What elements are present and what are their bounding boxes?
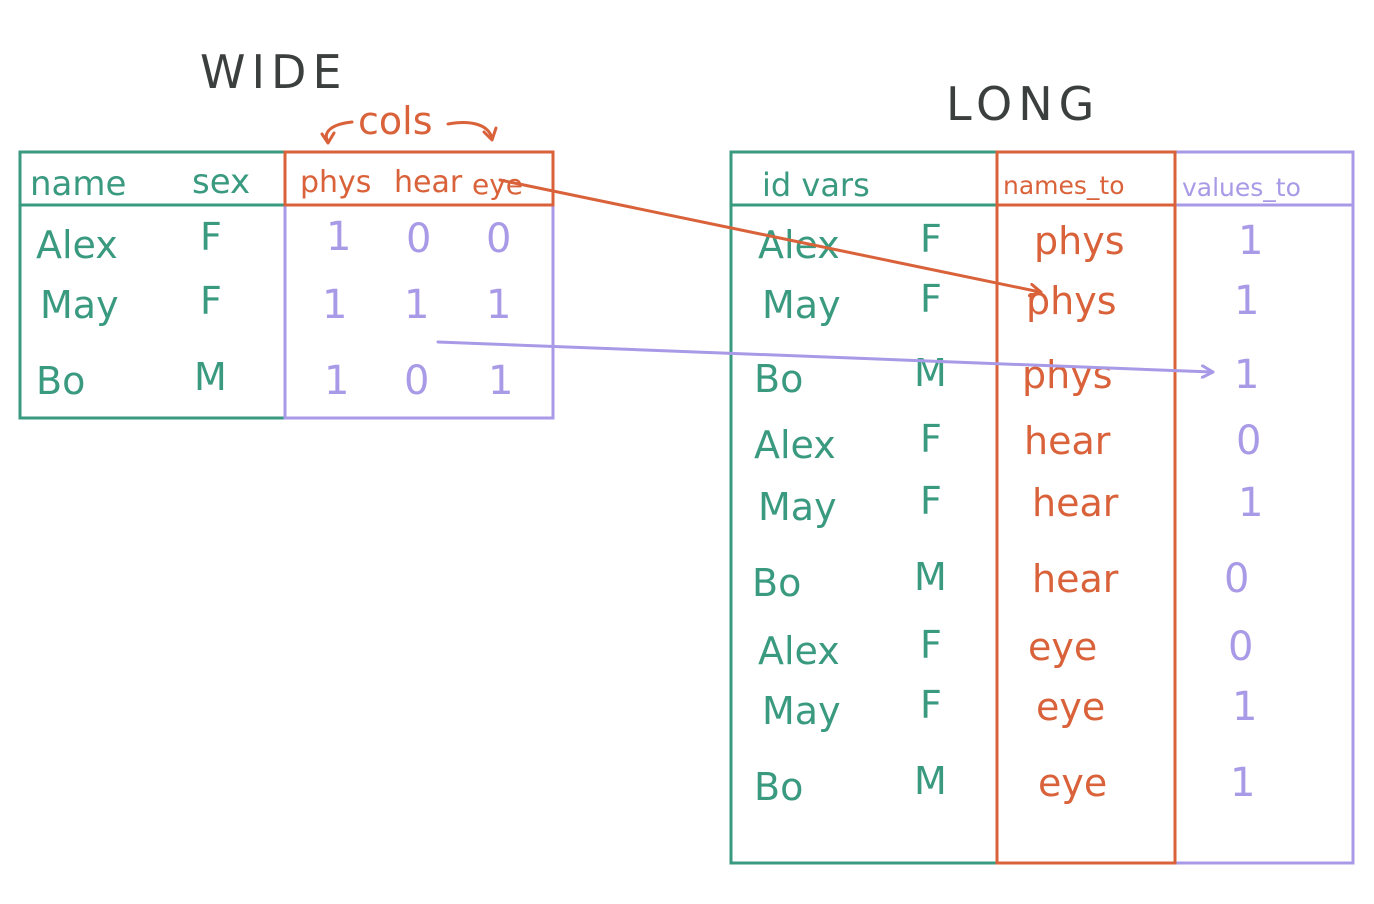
long-row-9-names-to: eye bbox=[1038, 761, 1107, 805]
long-row-2-name: May bbox=[762, 283, 841, 327]
wide-row1-name: Alex bbox=[36, 223, 118, 267]
long-row-5-value: 1 bbox=[1238, 480, 1263, 526]
long-row-9-value: 1 bbox=[1230, 760, 1255, 806]
long-header-names-to: names_to bbox=[1003, 171, 1125, 200]
long-header-values-to: values_to bbox=[1182, 173, 1301, 202]
long-row-5-names-to: hear bbox=[1032, 481, 1119, 525]
wide-row2-hear: 1 bbox=[404, 282, 429, 328]
long-row-4-sex: F bbox=[920, 417, 942, 461]
wide-row3-name: Bo bbox=[36, 359, 85, 403]
long-values-box bbox=[1173, 150, 1355, 865]
names-arrow bbox=[498, 178, 1040, 292]
cols-label: cols bbox=[358, 99, 433, 143]
long-row-8-value: 1 bbox=[1232, 684, 1257, 730]
wide-row1-eye: 0 bbox=[486, 216, 511, 262]
long-row-7-sex: F bbox=[920, 623, 942, 667]
long-row-7-names-to: eye bbox=[1028, 625, 1097, 669]
long-row-3-value: 1 bbox=[1234, 352, 1259, 398]
long-row-1-names-to: phys bbox=[1034, 219, 1125, 263]
long-names-box bbox=[995, 150, 1177, 865]
long-row-3-sex: M bbox=[914, 351, 947, 395]
cols-annotation: cols bbox=[320, 99, 498, 145]
long-row-8-names-to: eye bbox=[1036, 685, 1105, 729]
long-row-1-name: Alex bbox=[758, 223, 840, 267]
long-row-3-names-to: phys bbox=[1022, 353, 1113, 397]
wide-header-name: name bbox=[30, 164, 126, 204]
long-row-2-names-to: phys bbox=[1026, 279, 1117, 323]
long-row-9-name: Bo bbox=[754, 765, 803, 809]
wide-row3-hear: 0 bbox=[404, 358, 429, 404]
values-arrow bbox=[436, 340, 1212, 372]
wide-row2-phys: 1 bbox=[322, 282, 347, 328]
long-row-6-name: Bo bbox=[752, 561, 801, 605]
wide-header-sex: sex bbox=[192, 162, 250, 202]
wide-cols-header-box bbox=[283, 150, 555, 207]
cols-right-arrow bbox=[446, 121, 494, 140]
long-row-9-sex: M bbox=[914, 759, 947, 803]
wide-row3-eye: 1 bbox=[488, 358, 513, 404]
long-header-id-vars: id vars bbox=[762, 166, 870, 204]
wide-row3-phys: 1 bbox=[324, 358, 349, 404]
long-row-6-sex: M bbox=[914, 555, 947, 599]
long-row-8-sex: F bbox=[920, 683, 942, 727]
wide-row2-name: May bbox=[40, 283, 119, 327]
long-row-2-sex: F bbox=[920, 277, 942, 321]
long-row-7-value: 0 bbox=[1228, 624, 1253, 670]
long-row-3-name: Bo bbox=[754, 357, 803, 401]
long-row-4-name: Alex bbox=[754, 423, 836, 467]
long-row-7-name: Alex bbox=[758, 629, 840, 673]
wide-title: WIDE bbox=[200, 45, 348, 99]
wide-row1-hear: 0 bbox=[406, 216, 431, 262]
wide-row1-sex: F bbox=[200, 215, 222, 259]
wide-row1-phys: 1 bbox=[326, 214, 351, 260]
wide-row2-sex: F bbox=[200, 279, 222, 323]
wide-header-phys: phys bbox=[300, 165, 371, 200]
long-row-4-names-to: hear bbox=[1024, 419, 1111, 463]
wide-header-hear: hear bbox=[394, 165, 463, 200]
wide-row3-sex: M bbox=[194, 355, 227, 399]
wide-row2-eye: 1 bbox=[486, 282, 511, 328]
long-row-1-value: 1 bbox=[1238, 218, 1263, 264]
cols-left-arrowhead bbox=[320, 131, 336, 145]
long-row-1-sex: F bbox=[920, 217, 942, 261]
long-title: LONG bbox=[946, 77, 1100, 131]
long-row-6-names-to: hear bbox=[1032, 557, 1119, 601]
long-row-4-value: 0 bbox=[1236, 418, 1261, 464]
long-row-6-value: 0 bbox=[1224, 556, 1249, 602]
long-row-2-value: 1 bbox=[1234, 278, 1259, 324]
wide-table: name sex phys hear eye Alex F 1 0 0 May … bbox=[18, 150, 555, 420]
long-row-5-name: May bbox=[758, 485, 837, 529]
cols-right-arrowhead bbox=[482, 126, 498, 142]
long-row-8-name: May bbox=[762, 689, 841, 733]
long-row-5-sex: F bbox=[920, 479, 942, 523]
